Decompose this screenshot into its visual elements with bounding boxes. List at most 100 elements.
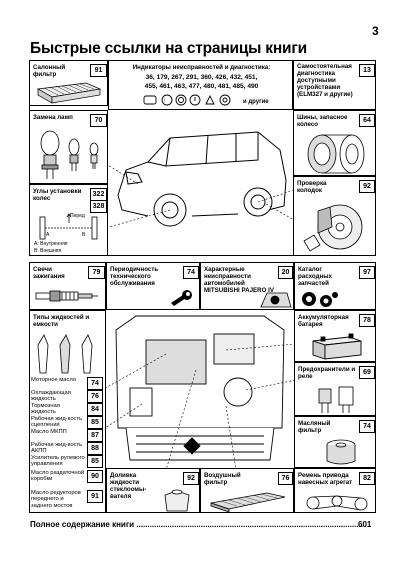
indicators-box[interactable]: Индикаторы неисправностей и диагностика:… <box>108 60 293 110</box>
oil-filter-illustration <box>326 439 356 465</box>
wheel-front-label: Перед <box>70 213 85 219</box>
battery-icon <box>312 333 362 360</box>
washer-fluid-label: Доливка жидкости стеклоомы-вателя <box>110 472 147 500</box>
lamp-bulbs-illustration <box>40 130 99 179</box>
washer-fluid-box[interactable]: Доливка жидкости стеклоомы-вателя 92 <box>106 468 200 513</box>
indicators-codes-line1[interactable]: 36, 179, 267, 291, 360, 426, 432, 451, <box>145 74 258 81</box>
gears-icon <box>302 292 338 307</box>
fluid-item-page[interactable]: 88 <box>87 442 103 455</box>
fluid-item-page[interactable]: 76 <box>87 390 103 403</box>
air-filter-label: Воздушный фильтр <box>204 472 241 486</box>
fluid-item-name: Рабочая жид-кость сцепления <box>31 416 83 429</box>
self-diagnosis-page[interactable]: 13 <box>359 64 375 77</box>
tires-box[interactable]: Шины, запасное колесо 64 <box>293 110 376 176</box>
fluid-item-name: Масло редукторов переднего и заднего мос… <box>31 490 81 509</box>
spark-plugs-box[interactable]: Свечи зажигания 79 <box>29 262 106 310</box>
wheel-inner-label: A: Внутренняя <box>34 241 68 247</box>
battery-page[interactable]: 78 <box>359 314 375 327</box>
drive-belt-box[interactable]: Ремень привода навесных агрегат 82 <box>294 468 376 513</box>
brake-pads-box[interactable]: Проверка колодок 92 <box>293 176 376 256</box>
battery-box[interactable]: Аккумуляторная батарея 78 <box>294 310 376 362</box>
indicators-codes-line2[interactable]: 455, 461, 463, 477, 480, 481, 485, 490 <box>144 83 259 90</box>
fluid-item-name: Масло раздаточной коробки <box>31 470 85 483</box>
cabin-filter-page[interactable]: 91 <box>90 64 107 77</box>
spark-plugs-label: Свечи зажигания <box>33 266 65 280</box>
oil-filter-page[interactable]: 74 <box>359 420 375 433</box>
indicators-label: Индикаторы неисправностей и диагностика: <box>132 64 271 71</box>
service-label: Периодичность технического обслуживания <box>110 266 159 287</box>
wheel-b-label: B <box>82 232 86 238</box>
oil-filter-label: Масляный фильтр <box>298 420 331 434</box>
fuses-page[interactable]: 69 <box>359 366 375 379</box>
fluids-box: Типы жидкостей и емкости <box>29 310 106 513</box>
parts-catalog-box[interactable]: Каталог расходных запчастей 97 <box>294 262 376 310</box>
oil-filter-box[interactable]: Масляный фильтр 74 <box>294 416 376 468</box>
fluid-item-page[interactable]: 74 <box>87 377 103 390</box>
warning-lamps-icons: ! <box>143 94 231 106</box>
fuses-box[interactable]: Предохранители и реле 69 <box>294 362 376 416</box>
fuses-label: Предохранители и реле <box>298 366 356 380</box>
fluid-item-page[interactable]: 91 <box>87 490 103 503</box>
brake-pads-label: Проверка колодок <box>297 180 327 194</box>
fluid-item-page[interactable]: 84 <box>87 403 103 416</box>
service-box[interactable]: Периодичность технического обслуживания … <box>106 262 200 310</box>
fluid-item-name: Усилитель рулевого управления <box>31 455 85 468</box>
fluid-item-page[interactable]: 90 <box>87 470 103 483</box>
drive-belt-label: Ремень привода навесных агрегат <box>298 472 353 486</box>
page-number: 3 <box>372 24 379 38</box>
cabin-filter-illustration <box>36 82 102 104</box>
self-diagnosis-box[interactable]: Самостоятельная диагностика доступными у… <box>293 60 376 110</box>
full-contents-link[interactable]: Полное содержание книги ................… <box>30 520 364 529</box>
fluid-item-name: Рабочая жид-кость АКПП <box>31 442 83 455</box>
fluid-item-page[interactable]: 87 <box>87 429 103 442</box>
suv-illustration <box>108 131 293 228</box>
air-filter-illustration <box>210 492 286 513</box>
full-contents-page[interactable]: 601 <box>358 520 372 529</box>
battery-label: Аккумуляторная батарея <box>298 314 349 328</box>
engine-bay-illustration <box>106 315 294 468</box>
cabin-filter-label: Салонный фильтр <box>33 64 66 78</box>
air-filter-box[interactable]: Воздушный фильтр 76 <box>200 468 294 513</box>
wheel-a-label: A <box>46 232 50 238</box>
page-title: Быстрые ссылки на страницы книги <box>30 40 307 57</box>
typical-faults-box[interactable]: Характерные неисправности автомобилей MI… <box>200 262 294 310</box>
indicators-more: и другие <box>243 99 269 105</box>
service-page[interactable]: 74 <box>183 266 199 279</box>
lamps-box[interactable]: Замена ламп 70 <box>29 110 108 184</box>
spark-plugs-page[interactable]: 79 <box>88 266 105 279</box>
parts-catalog-page[interactable]: 97 <box>359 266 375 279</box>
fluid-item-name: Моторное масло <box>31 377 77 383</box>
typical-faults-label: Характерные неисправности автомобилей MI… <box>204 266 275 294</box>
typical-faults-page[interactable]: 20 <box>278 266 293 279</box>
fluid-item-name: Охлаждающая жидкость <box>31 390 71 403</box>
wheel-angles-box[interactable]: Углы установки колес 322 328 Перед A B A… <box>29 184 108 256</box>
tires-page[interactable]: 64 <box>359 114 375 127</box>
drive-belt-page[interactable]: 82 <box>359 472 375 485</box>
wheel-angles-label: Углы установки колес <box>33 188 82 202</box>
brake-caliper-illustration <box>303 204 363 252</box>
fluid-item-name: Тормозная жидкость <box>31 403 60 416</box>
fluid-bottles-illustration <box>37 334 93 374</box>
wheel-outer-label: B: Внешняя <box>34 248 62 254</box>
lamps-page[interactable]: 70 <box>90 114 107 127</box>
fluid-item-page[interactable]: 85 <box>87 455 103 468</box>
wheel-alignment-diagram <box>39 213 98 240</box>
tires-label: Шины, запасное колесо <box>297 114 348 128</box>
brake-pads-page[interactable]: 92 <box>359 180 375 193</box>
belt-diagram <box>306 495 368 511</box>
fuse-icon <box>318 386 354 413</box>
fluid-item-page[interactable]: 85 <box>87 416 103 429</box>
fluid-item-name: Масло МКПП <box>31 429 67 435</box>
washer-fluid-page[interactable]: 92 <box>183 472 199 485</box>
wheel-angles-page-2[interactable]: 328 <box>90 200 107 213</box>
parts-catalog-label: Каталог расходных запчастей <box>298 266 332 287</box>
spark-plug-illustration <box>35 290 98 302</box>
tire-illustration <box>307 134 365 174</box>
self-diagnosis-label: Самостоятельная диагностика доступными у… <box>297 63 353 98</box>
air-filter-page[interactable]: 76 <box>278 472 293 485</box>
cabin-filter-box[interactable]: Салонный фильтр 91 <box>29 60 108 106</box>
washer-reservoir-illustration <box>164 489 190 512</box>
wrench-icon <box>171 290 192 306</box>
mechanic-illustration <box>260 292 292 308</box>
svg-text:!: ! <box>164 99 165 105</box>
